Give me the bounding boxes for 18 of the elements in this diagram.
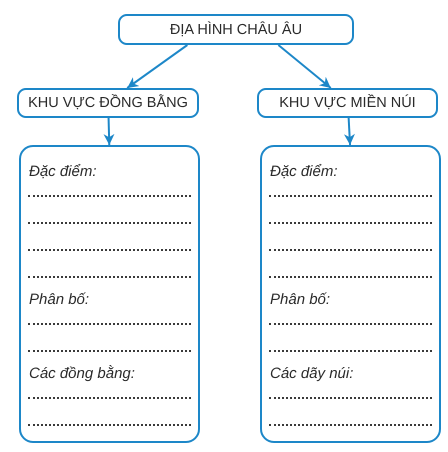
topic-title: KHU VỰC MIỀN NÚI [279, 94, 416, 112]
topic-box [257, 88, 438, 118]
field-label: Phân bố: [28, 291, 90, 309]
field-label: Các dãy núi: [269, 365, 354, 383]
field-label: Phân bố: [269, 291, 330, 309]
arrow [278, 44, 332, 89]
topic-box [118, 14, 354, 45]
arrow [104, 118, 114, 146]
answer-card [19, 145, 200, 443]
field-label: Các đồng bằng: [28, 365, 135, 383]
field-label: Đặc điểm: [269, 163, 338, 181]
answer-card [260, 145, 441, 443]
arrow [344, 118, 355, 146]
field-label: Đặc điểm: [28, 163, 97, 181]
topic-title: ĐỊA HÌNH CHÂU ÂU [170, 20, 302, 38]
topic-box [17, 88, 199, 118]
topic-title: KHU VỰC ĐỒNG BẰNG [28, 94, 188, 112]
arrow [126, 44, 188, 89]
